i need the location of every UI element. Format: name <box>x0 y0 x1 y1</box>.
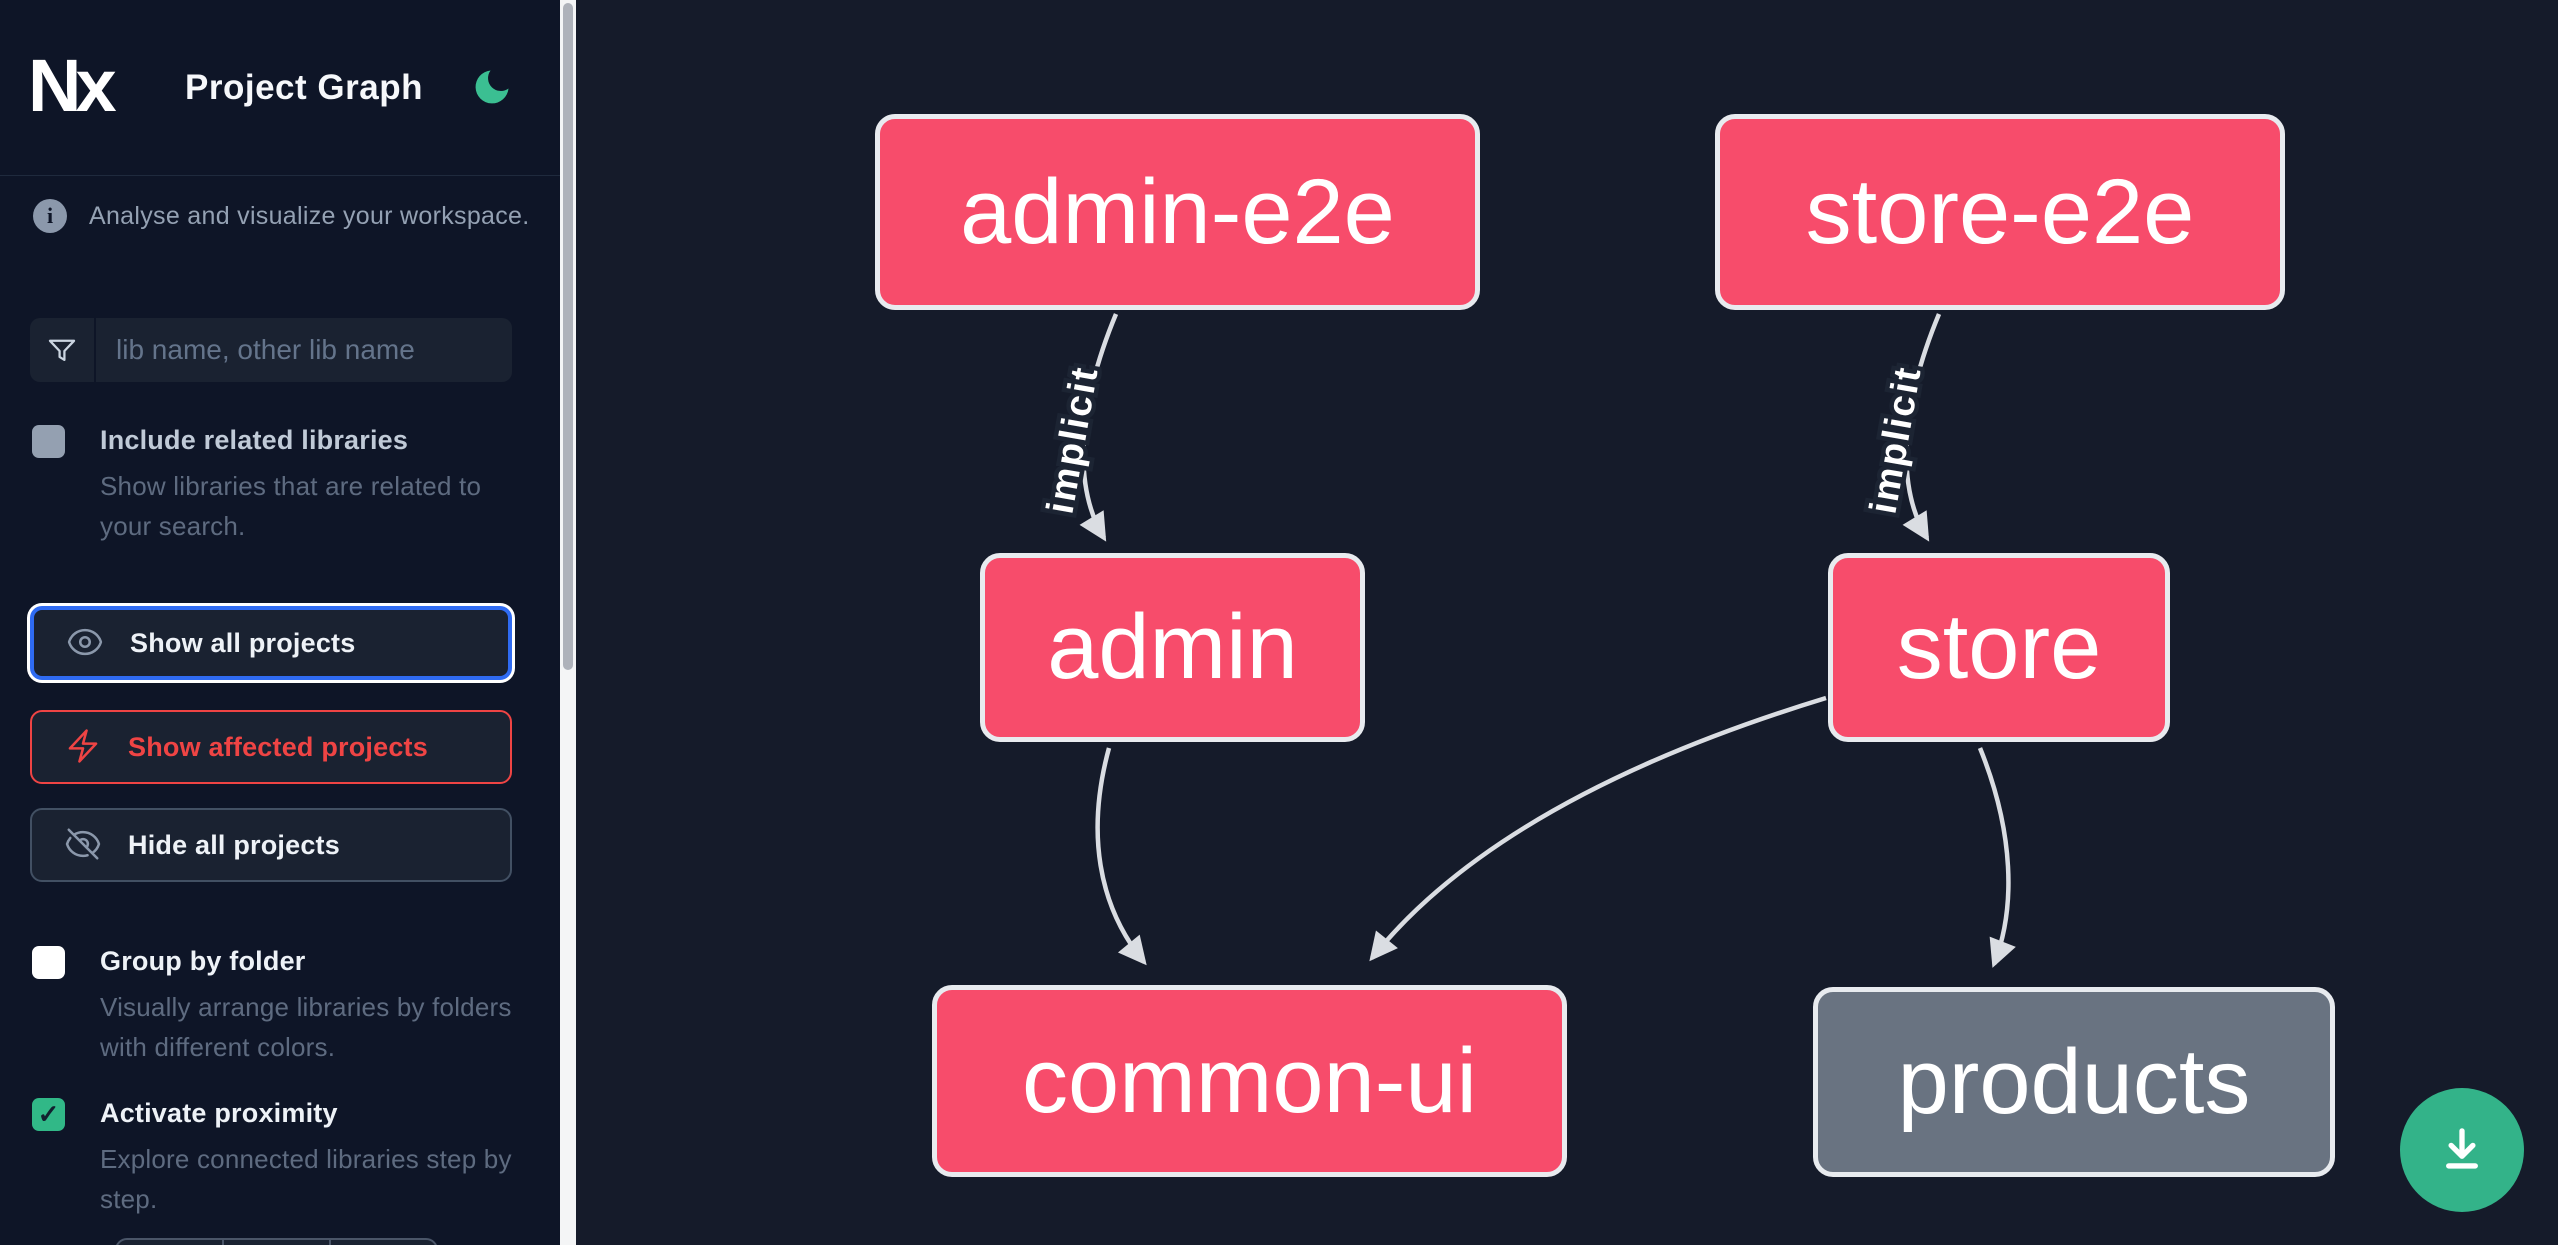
graph-node-store[interactable]: store <box>1828 553 2170 742</box>
graph-node-admin-e2e[interactable]: admin-e2e <box>875 114 1480 310</box>
scrollbar-thumb[interactable] <box>563 3 573 670</box>
depth-value <box>222 1240 329 1245</box>
option-description: Explore connected libraries step by step… <box>100 1144 512 1214</box>
library-filter-input[interactable] <box>96 318 512 382</box>
eye-off-icon <box>64 825 102 866</box>
sidebar-header: Nx Project Graph <box>0 0 560 176</box>
sidebar: Nx Project Graph i Analyse and visualize… <box>0 0 560 1245</box>
option-label: Group by folder <box>100 946 306 976</box>
checkmark-icon: ✓ <box>37 1099 60 1129</box>
edge-label-implicit: implicit <box>1040 363 1107 517</box>
hide-all-projects-button[interactable]: Hide all projects <box>30 808 512 882</box>
graph-canvas[interactable]: implicit implicit admin-e2e store-e2e ad… <box>576 0 2558 1245</box>
page-title: Project Graph <box>185 68 423 107</box>
eye-icon <box>66 623 104 664</box>
option-label: Activate proximity <box>100 1098 338 1128</box>
theme-toggle-button[interactable] <box>468 64 516 112</box>
download-icon <box>2433 1120 2491 1181</box>
download-image-button[interactable] <box>2400 1088 2524 1212</box>
graph-node-products[interactable]: products <box>1813 987 2335 1177</box>
option-activate-proximity: ✓ Activate proximity Explore connected l… <box>30 1098 530 1219</box>
graph-node-admin[interactable]: admin <box>980 553 1365 742</box>
moon-icon <box>470 70 514 112</box>
depth-decrement-button[interactable] <box>117 1240 222 1245</box>
depth-increment-button[interactable] <box>329 1240 436 1245</box>
group-by-folder-checkbox[interactable] <box>32 946 65 979</box>
option-description: Visually arrange libraries by folders wi… <box>100 992 512 1062</box>
option-include-related-libraries: Include related libraries Show libraries… <box>30 425 530 546</box>
info-icon: i <box>33 199 67 233</box>
option-label: Include related libraries <box>100 425 409 455</box>
funnel-icon <box>30 318 96 382</box>
include-related-checkbox[interactable] <box>32 425 65 458</box>
activate-proximity-checkbox[interactable]: ✓ <box>32 1098 65 1131</box>
option-description: Show libraries that are related to your … <box>100 471 482 541</box>
edge-store-to-products <box>1977 747 2016 968</box>
edge-admin-to-common-ui <box>1095 747 1147 966</box>
sidebar-scrollbar[interactable] <box>560 0 576 1245</box>
workspace-tagline: Analyse and visualize your workspace. <box>89 201 530 230</box>
graph-node-store-e2e[interactable]: store-e2e <box>1715 114 2285 310</box>
graph-edges: implicit implicit <box>1035 313 2016 968</box>
show-all-projects-button[interactable]: Show all projects <box>30 606 512 680</box>
proximity-depth-stepper <box>115 1238 438 1245</box>
edge-store-e2e-to-store: implicit <box>1858 313 1942 542</box>
edge-admin-e2e-to-admin: implicit <box>1035 313 1119 542</box>
show-affected-projects-label: Show affected projects <box>128 731 428 762</box>
show-all-projects-label: Show all projects <box>130 627 356 658</box>
hide-all-projects-label: Hide all projects <box>128 829 340 860</box>
show-affected-projects-button[interactable]: Show affected projects <box>30 710 512 784</box>
workspace-tagline-row: i Analyse and visualize your workspace. <box>33 199 529 233</box>
graph-node-common-ui[interactable]: common-ui <box>932 985 1567 1177</box>
edge-label-implicit: implicit <box>1863 363 1930 517</box>
edge-store-to-common-ui <box>1369 695 1827 962</box>
library-filter <box>30 318 512 382</box>
option-group-by-folder: Group by folder Visually arrange librari… <box>30 946 530 1067</box>
nx-logo: Nx <box>28 44 117 127</box>
bolt-icon <box>64 727 102 768</box>
